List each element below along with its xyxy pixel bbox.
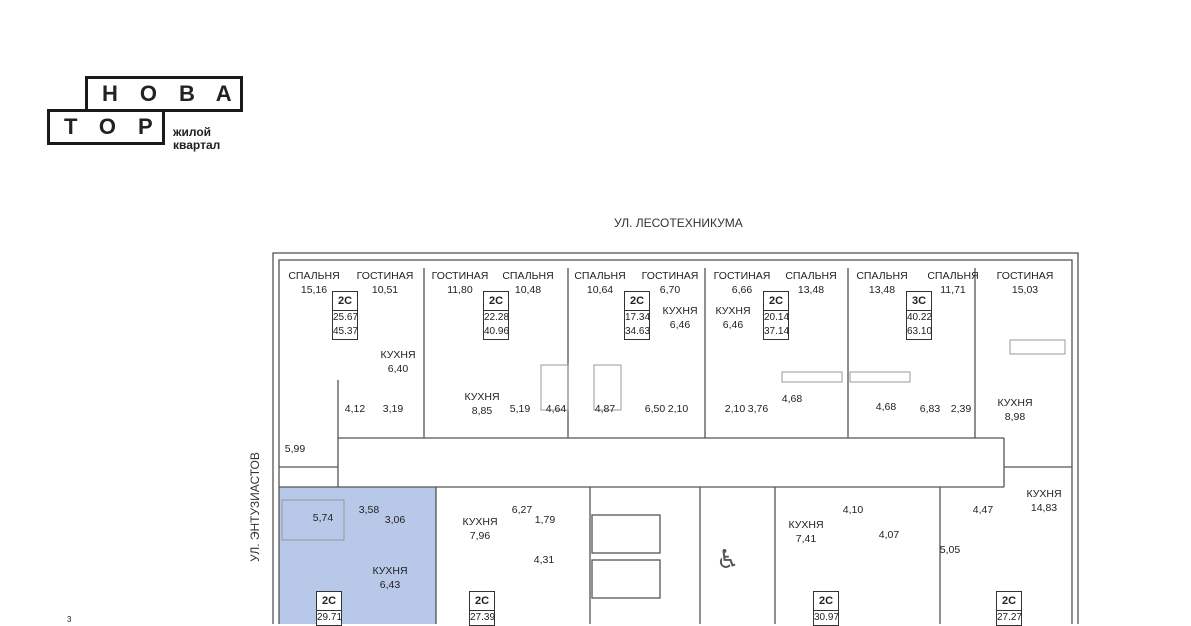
logo-sub1: жилой xyxy=(173,125,212,139)
area-label: 2,10 xyxy=(724,403,746,415)
fixtures xyxy=(281,339,1066,541)
highlighted-apartment xyxy=(279,487,436,624)
area-label: 2,10 xyxy=(667,403,689,415)
area-label: 1,79 xyxy=(534,514,556,526)
logo-bottom: ТОР xyxy=(47,109,165,145)
area-label: 6,27 xyxy=(511,504,533,516)
street-north: УЛ. ЛЕСОТЕХНИКУМА xyxy=(614,216,743,230)
area-label: 4,47 xyxy=(972,504,994,516)
area-label: 3,06 xyxy=(384,514,406,526)
area-label: 3,76 xyxy=(747,403,769,415)
area-label: 3,19 xyxy=(382,403,404,415)
area-label: 4,68 xyxy=(781,393,803,405)
area-label: 5,74 xyxy=(312,512,334,524)
logo-sub2: квартал xyxy=(173,138,221,152)
area-label: 4,64 xyxy=(545,403,567,415)
page-number: 3 xyxy=(67,615,72,624)
area-label: 6,83 xyxy=(919,403,941,415)
walls xyxy=(272,252,1079,624)
area-label: 3,58 xyxy=(358,504,380,516)
area-label: 6,50 xyxy=(644,403,666,415)
area-label: 5,19 xyxy=(509,403,531,415)
area-label: 4,07 xyxy=(878,529,900,541)
area-label: 4,10 xyxy=(842,504,864,516)
area-label: 4,31 xyxy=(533,554,555,566)
area-label: 5,99 xyxy=(284,443,306,455)
area-label: 4,12 xyxy=(344,403,366,415)
area-label: 4,87 xyxy=(594,403,616,415)
accessibility-icon: ♿ xyxy=(716,545,739,575)
area-label: 5,05 xyxy=(939,544,961,556)
area-label: 4,68 xyxy=(875,401,897,413)
area-label: 2,39 xyxy=(950,403,972,415)
